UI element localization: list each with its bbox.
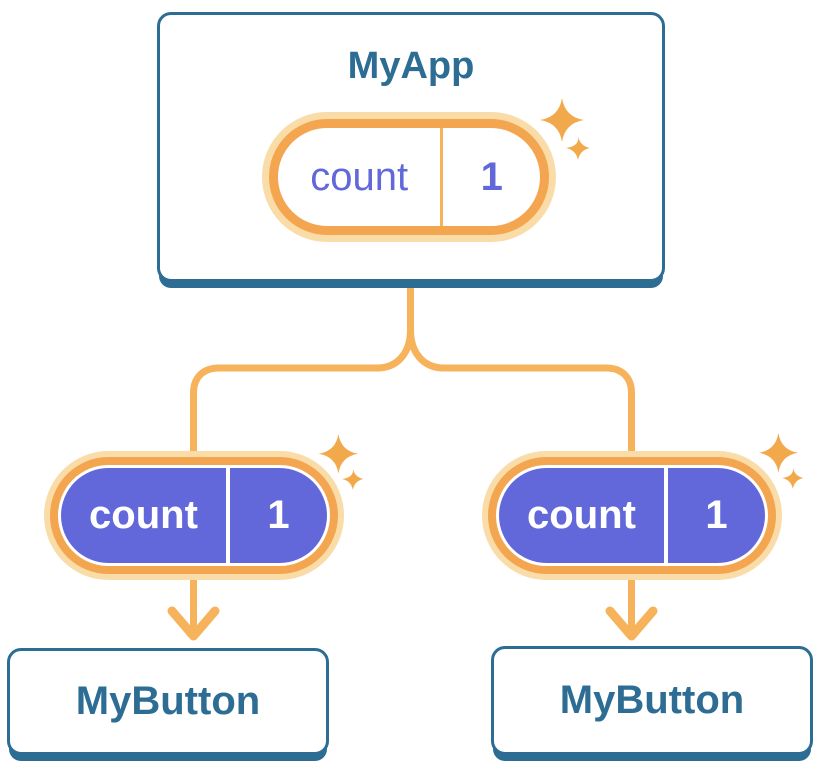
arrow-left-icon [167, 606, 220, 641]
sparkle-icon [540, 98, 590, 160]
child-component-card-left: MyButton [7, 648, 329, 755]
arrow-right-icon [605, 606, 658, 641]
prop-name: count [527, 493, 636, 537]
sparkle-icon [318, 434, 364, 490]
child-component-card-right: MyButton [491, 646, 813, 755]
component-title: MyApp [347, 45, 475, 87]
state-pill-ring: count 1 [269, 119, 549, 235]
sparkle-icon [758, 433, 804, 489]
state-pill: count 1 [262, 112, 556, 242]
props-pill-ring: count 1 [50, 457, 338, 574]
branch-right-line [407, 283, 635, 638]
prop-value: 1 [705, 493, 728, 537]
pill-divider [225, 468, 230, 563]
props-pill-ring: count 1 [488, 457, 776, 574]
state-name: count [310, 154, 409, 199]
pill-divider [440, 128, 444, 226]
component-title: MyButton [75, 679, 261, 723]
pill-divider [663, 468, 668, 563]
component-title: MyButton [559, 678, 745, 722]
prop-value: 1 [267, 493, 290, 537]
state-value: 1 [480, 154, 503, 199]
props-pill-right: count 1 [482, 451, 782, 580]
prop-name: count [89, 493, 198, 537]
props-pill-left: count 1 [44, 451, 344, 580]
